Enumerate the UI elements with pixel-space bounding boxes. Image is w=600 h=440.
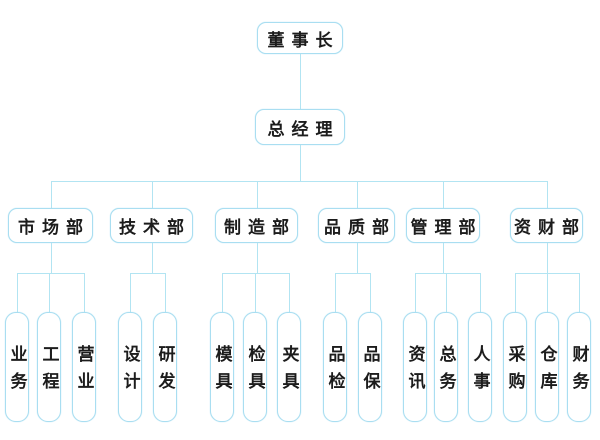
org-node-unit-sales-label: 营业 [74,345,94,399]
connector-line [51,181,52,208]
connector-line [17,273,84,274]
org-node-unit-engineering[interactable]: 工程 [37,312,61,422]
connector-line [17,273,18,312]
org-node-unit-quality-inspection-label: 品检 [325,345,345,399]
org-node-unit-hr-label: 人事 [470,345,490,399]
org-node-unit-mold-label: 模具 [212,345,232,399]
org-node-unit-hr[interactable]: 人事 [468,312,492,422]
org-node-unit-accounting-label: 财务 [569,345,589,399]
connector-line [289,273,290,312]
connector-line [152,181,153,208]
connector-line [480,273,481,312]
org-node-dept-finance-label: 资财部 [514,218,586,237]
org-node-general-manager[interactable]: 总经理 [255,109,345,145]
connector-line [415,273,480,274]
connector-line [357,243,358,273]
org-node-unit-gauge[interactable]: 检具 [243,312,267,422]
connector-line [415,273,416,312]
connector-line [335,273,336,312]
connector-line [49,273,50,312]
org-node-dept-marketing[interactable]: 市场部 [8,208,93,243]
org-node-dept-management[interactable]: 管理部 [406,208,480,243]
org-node-dept-technology[interactable]: 技术部 [110,208,193,243]
connector-line [152,243,153,273]
org-node-unit-information-label: 资讯 [405,345,425,399]
org-node-unit-general-affairs[interactable]: 总务 [434,312,458,422]
connector-line [51,243,52,273]
org-node-dept-quality-label: 品质部 [324,218,396,237]
org-node-unit-warehouse[interactable]: 仓库 [535,312,559,422]
org-node-dept-management-label: 管理部 [410,218,483,237]
connector-line [165,273,166,312]
org-node-dept-manufacturing[interactable]: 制造部 [215,208,298,243]
connector-line [370,273,371,312]
connector-line [130,273,165,274]
org-node-dept-finance[interactable]: 资财部 [510,208,583,243]
connector-line [300,145,301,181]
connector-line [222,273,223,312]
connector-line [443,181,444,208]
connector-line [255,273,256,312]
connector-line [335,273,370,274]
org-node-unit-general-affairs-label: 总务 [436,345,456,399]
connector-line [51,181,547,182]
org-node-unit-warehouse-label: 仓库 [537,345,557,399]
org-node-unit-purchasing[interactable]: 采购 [503,312,527,422]
connector-line [547,181,548,208]
connector-line [579,273,580,312]
org-node-unit-rnd[interactable]: 研发 [153,312,177,422]
connector-line [257,181,258,208]
org-node-unit-rnd-label: 研发 [155,345,175,399]
org-node-unit-purchasing-label: 采购 [505,345,525,399]
org-node-unit-accounting[interactable]: 财务 [567,312,591,422]
org-node-unit-quality-assurance[interactable]: 品保 [358,312,382,422]
org-node-dept-manufacturing-label: 制造部 [224,218,296,237]
connector-line [300,54,301,109]
org-node-unit-design[interactable]: 设计 [118,312,142,422]
connector-line [84,273,85,312]
org-node-unit-quality-assurance-label: 品保 [360,345,380,399]
connector-line [547,273,548,312]
org-node-unit-jig-label: 夹具 [279,345,299,399]
org-node-unit-quality-inspection[interactable]: 品检 [323,312,347,422]
org-node-chairman-label: 董事长 [267,30,340,50]
org-node-unit-business-label: 业务 [7,345,27,399]
connector-line [257,243,258,273]
org-node-general-manager-label: 总经理 [267,119,340,139]
org-node-unit-mold[interactable]: 模具 [210,312,234,422]
org-node-unit-jig[interactable]: 夹具 [277,312,301,422]
connector-line [130,273,131,312]
connector-line [446,273,447,312]
org-node-unit-gauge-label: 检具 [245,345,265,399]
org-node-chairman[interactable]: 董事长 [257,22,343,54]
connector-line [547,243,548,273]
org-node-dept-quality[interactable]: 品质部 [318,208,395,243]
org-node-dept-marketing-label: 市场部 [18,218,90,237]
org-node-unit-information[interactable]: 资讯 [403,312,427,422]
org-node-unit-design-label: 设计 [120,345,140,399]
org-node-unit-engineering-label: 工程 [39,345,59,399]
connector-line [357,181,358,208]
connector-line [515,273,516,312]
org-node-dept-technology-label: 技术部 [119,218,191,237]
connector-line [443,243,444,273]
org-node-unit-business[interactable]: 业务 [5,312,29,422]
org-node-unit-sales[interactable]: 营业 [72,312,96,422]
